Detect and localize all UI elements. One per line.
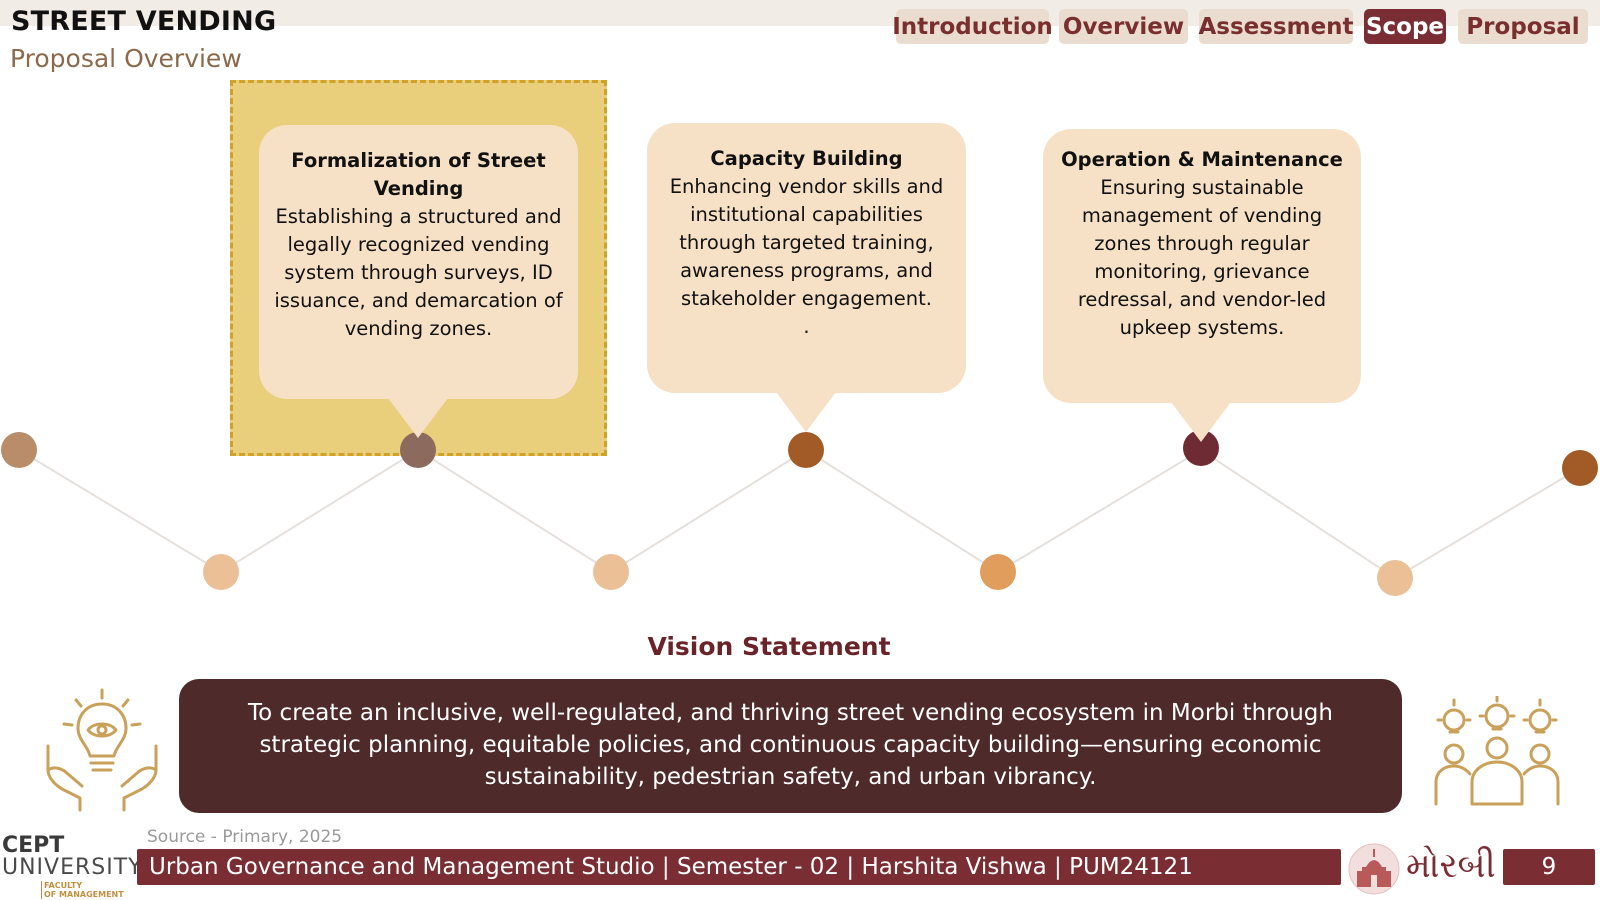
timeline-node (1, 432, 37, 468)
timeline-node (593, 554, 629, 590)
vision-statement: To create an inclusive, well-regulated, … (179, 679, 1402, 813)
tab-proposal[interactable]: Proposal (1458, 9, 1588, 44)
card-title: Operation & Maintenance (1061, 148, 1343, 171)
city-name: મોરબી (1406, 846, 1496, 886)
card-capacity-building: Capacity Building Enhancing vendor skill… (647, 123, 966, 393)
card-formalization: Formalization of Street Vending Establis… (259, 125, 578, 399)
team-ideas-icon (1434, 696, 1560, 806)
tab-introduction[interactable]: Introduction (892, 9, 1053, 44)
lightbulb-hands-icon (46, 688, 158, 812)
card-pointer (776, 392, 836, 432)
tab-scope[interactable]: Scope (1364, 9, 1446, 44)
logo-line-1: CEPT (2, 833, 65, 858)
card-operation-maintenance: Operation & Maintenance Ensuring sustain… (1043, 129, 1361, 403)
vision-title: Vision Statement (647, 632, 891, 661)
tab-overview[interactable]: Overview (1059, 9, 1188, 44)
timeline-node (400, 432, 436, 468)
timeline-node (980, 554, 1016, 590)
logo-line-2: UNIVERSITY (2, 855, 143, 880)
card-text: Establishing a structured and legally re… (274, 205, 563, 340)
card-text: Ensuring sustainable management of vendi… (1077, 176, 1327, 339)
morbi-emblem-icon (1348, 843, 1400, 895)
tab-assessment[interactable]: Assessment (1198, 9, 1354, 44)
footer-bar: Urban Governance and Management Studio |… (137, 849, 1341, 885)
slide-subtitle: Proposal Overview (10, 44, 242, 73)
page-number: 9 (1503, 849, 1595, 885)
card-extra: . (803, 315, 810, 338)
card-title: Formalization of Street Vending (291, 149, 546, 200)
timeline-node (1377, 560, 1413, 596)
timeline-node (788, 432, 824, 468)
timeline-node (1562, 450, 1598, 486)
slide-title: STREET VENDING (11, 6, 277, 37)
timeline-node (203, 554, 239, 590)
source-note: Source - Primary, 2025 (147, 827, 343, 847)
card-title: Capacity Building (710, 147, 903, 170)
card-pointer (1171, 402, 1231, 442)
card-pointer (388, 398, 448, 438)
card-text: Enhancing vendor skills and institutiona… (669, 175, 944, 310)
